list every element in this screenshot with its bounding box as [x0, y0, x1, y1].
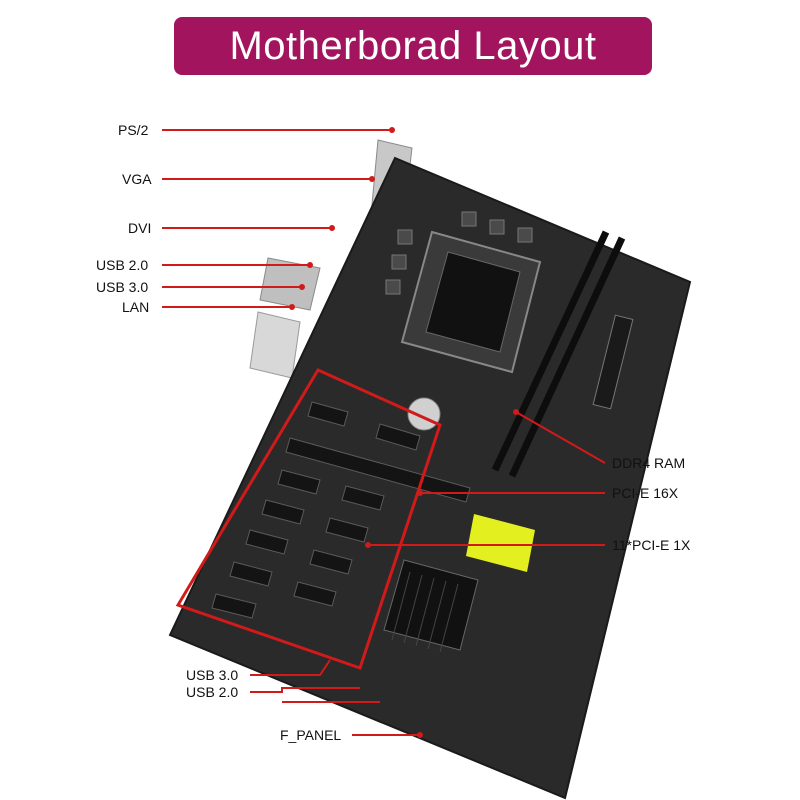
chipset-heatsink — [383, 559, 479, 653]
label-usb20-front: USB 2.0 — [186, 684, 238, 700]
pcie-slots — [211, 401, 471, 619]
page-title: Motherborad Layout — [229, 23, 597, 68]
label-fpanel: F_PANEL — [280, 727, 341, 743]
leader-endpoints — [289, 127, 519, 738]
label-dvi: DVI — [128, 220, 151, 236]
label-usb20-rear: USB 2.0 — [96, 257, 148, 273]
label-vga: VGA — [122, 171, 152, 187]
leader-lines — [162, 129, 606, 736]
label-usb30-rear: USB 3.0 — [96, 279, 148, 295]
cpu-socket — [400, 230, 542, 374]
label-ddr4: DDR4 RAM — [612, 455, 685, 471]
yellow-block — [466, 514, 535, 572]
label-lan: LAN — [122, 299, 149, 315]
title-banner: Motherborad Layout — [174, 17, 652, 75]
label-pcie16: PCI-E 16X — [612, 485, 679, 501]
ddr4-slots — [491, 230, 626, 478]
label-usb30-front: USB 3.0 — [186, 667, 238, 683]
label-pcie1: 11*PCI-E 1X — [612, 537, 691, 553]
vrm-chokes — [385, 211, 533, 295]
label-ps2: PS/2 — [118, 122, 149, 138]
pcie-highlight-box — [175, 368, 442, 670]
atx-power-connector — [592, 314, 634, 410]
